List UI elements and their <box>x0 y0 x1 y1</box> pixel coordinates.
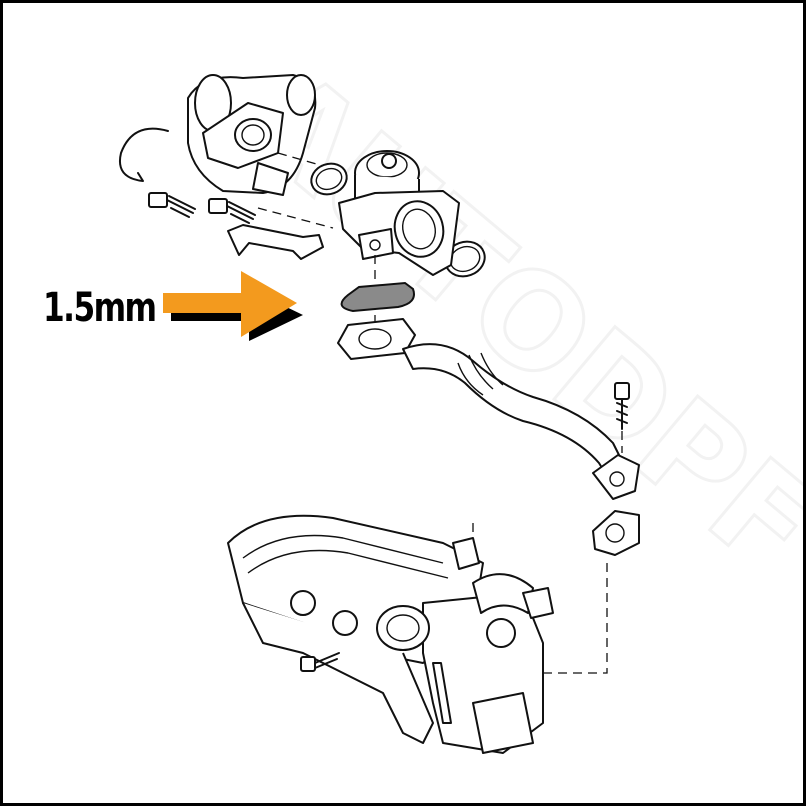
mounting-bracket <box>227 224 324 260</box>
intake-manifold <box>227 514 554 754</box>
egr-blanking-gasket <box>340 281 415 313</box>
arrow-right-icon <box>163 271 303 341</box>
retaining-clip <box>119 127 169 182</box>
bolt <box>208 198 256 224</box>
bolt <box>614 382 630 430</box>
bolt <box>300 652 340 672</box>
gasket-thickness-label: 1.5mm <box>43 285 157 331</box>
o-ring <box>310 162 348 196</box>
egr-pipe <box>337 318 640 500</box>
lower-gasket <box>592 510 640 556</box>
throttle-housing <box>187 74 317 196</box>
bolt <box>148 192 196 218</box>
egr-assembly-diagram: AUTODPF <box>119 39 803 754</box>
egr-valve <box>338 150 460 276</box>
